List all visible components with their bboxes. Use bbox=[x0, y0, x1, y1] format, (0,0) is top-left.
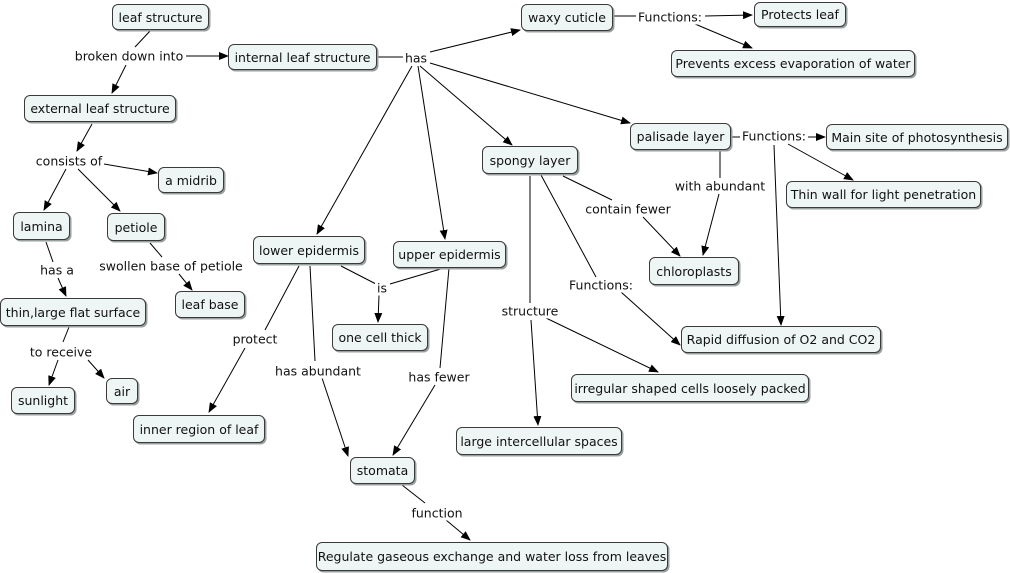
arrow bbox=[545, 317, 659, 373]
connector-line bbox=[540, 174, 597, 278]
node-lower-epidermis[interactable]: lower epidermis bbox=[253, 236, 365, 264]
label-is: is bbox=[375, 280, 389, 296]
arrow bbox=[76, 123, 93, 152]
arrow bbox=[43, 168, 67, 211]
connector-line bbox=[134, 30, 151, 48]
arrow bbox=[103, 163, 158, 176]
connector-line bbox=[401, 484, 426, 504]
node-petiole[interactable]: petiole bbox=[107, 213, 165, 241]
arrow bbox=[701, 193, 720, 256]
node-large-intercellular-spaces[interactable]: large intercellular spaces bbox=[456, 427, 622, 455]
node-chloroplasts[interactable]: chloroplasts bbox=[649, 257, 739, 285]
connector-line bbox=[149, 242, 163, 258]
label-function: function bbox=[409, 505, 465, 521]
arrow bbox=[417, 65, 448, 240]
connector-line bbox=[562, 175, 613, 201]
arrow bbox=[374, 294, 383, 323]
connector-line bbox=[340, 265, 377, 285]
arrow bbox=[111, 64, 127, 94]
arrow bbox=[694, 23, 753, 49]
node-irregular-cells[interactable]: irregular shaped cells loosely packed bbox=[571, 374, 809, 402]
node-one-cell-thick[interactable]: one cell thick bbox=[332, 324, 428, 351]
node-protects-leaf[interactable]: Protects leaf bbox=[754, 2, 846, 27]
arrow bbox=[321, 377, 349, 457]
node-rapid-diffusion[interactable]: Rapid diffusion of O2 and CO2 bbox=[681, 326, 881, 353]
connector-line bbox=[439, 267, 450, 369]
node-waxy-cuticle[interactable]: waxy cuticle bbox=[521, 4, 613, 31]
node-flat-surface[interactable]: thin,large flat surface bbox=[0, 298, 146, 326]
arrow bbox=[57, 277, 67, 297]
arrow bbox=[208, 347, 246, 413]
arrow bbox=[429, 28, 521, 53]
label-functions-spongy: Functions: bbox=[567, 277, 635, 293]
node-main-site-photosynthesis[interactable]: Main site of photosynthesis bbox=[826, 124, 1008, 150]
label-swollen-base-of-petiole: swollen base of petiole bbox=[97, 258, 245, 274]
arrow bbox=[642, 216, 681, 257]
arrow bbox=[87, 359, 105, 379]
node-internal-leaf-structure[interactable]: internal leaf structure bbox=[228, 44, 377, 70]
label-has: has bbox=[402, 50, 430, 66]
node-palisade-layer[interactable]: palisade layer bbox=[630, 123, 731, 150]
arrow bbox=[429, 62, 631, 125]
node-thin-wall[interactable]: Thin wall for light penetration bbox=[786, 181, 981, 208]
node-upper-epidermis[interactable]: upper epidermis bbox=[393, 241, 506, 268]
arrow bbox=[48, 359, 59, 386]
label-functions-waxy: Functions: bbox=[636, 9, 704, 25]
label-consists-of: consists of bbox=[33, 153, 105, 169]
connector-line bbox=[45, 241, 54, 263]
node-prevents-evaporation[interactable]: Prevents excess evaporation of water bbox=[671, 50, 915, 77]
node-a-midrib[interactable]: a midrib bbox=[158, 167, 224, 193]
node-inner-region-of-leaf[interactable]: inner region of leaf bbox=[133, 415, 265, 443]
node-lamina[interactable]: lamina bbox=[13, 212, 70, 240]
label-with-abundant: with abundant bbox=[672, 178, 768, 194]
node-leaf-base[interactable]: leaf base bbox=[175, 291, 245, 318]
arrow bbox=[704, 11, 753, 20]
label-has-abundant: has abundant bbox=[273, 363, 363, 379]
label-has-a: has a bbox=[38, 262, 76, 278]
node-stomata[interactable]: stomata bbox=[350, 457, 415, 484]
label-functions-palisade: Functions: bbox=[740, 128, 808, 144]
node-spongy-layer[interactable]: spongy layer bbox=[482, 146, 578, 174]
label-to-receive: to receive bbox=[27, 344, 95, 360]
node-sunlight[interactable]: sunlight bbox=[11, 387, 75, 414]
connector-line bbox=[389, 267, 445, 285]
label-protect: protect bbox=[230, 331, 280, 347]
arrow bbox=[773, 144, 785, 326]
node-external-leaf-structure[interactable]: external leaf structure bbox=[24, 95, 176, 122]
arrow bbox=[419, 65, 513, 146]
arrow bbox=[787, 143, 854, 181]
arrow bbox=[530, 319, 542, 426]
label-contain-fewer: contain fewer bbox=[583, 201, 673, 217]
arrow bbox=[77, 168, 121, 212]
connector-line bbox=[264, 265, 300, 331]
connector-line bbox=[62, 326, 70, 343]
connector-line bbox=[309, 265, 316, 362]
arrow bbox=[316, 65, 413, 235]
label-broken-down-into: broken down into bbox=[72, 48, 186, 64]
label-has-fewer: has fewer bbox=[406, 369, 472, 385]
arrow bbox=[178, 273, 193, 291]
node-air[interactable]: air bbox=[106, 378, 138, 404]
node-leaf-structure[interactable]: leaf structure bbox=[112, 4, 209, 30]
node-regulate-gas-exchange[interactable]: Regulate gaseous exchange and water loss… bbox=[316, 542, 668, 571]
arrow bbox=[392, 384, 436, 456]
arrow bbox=[620, 291, 681, 346]
label-structure: structure bbox=[499, 303, 561, 319]
arrow bbox=[445, 519, 471, 541]
